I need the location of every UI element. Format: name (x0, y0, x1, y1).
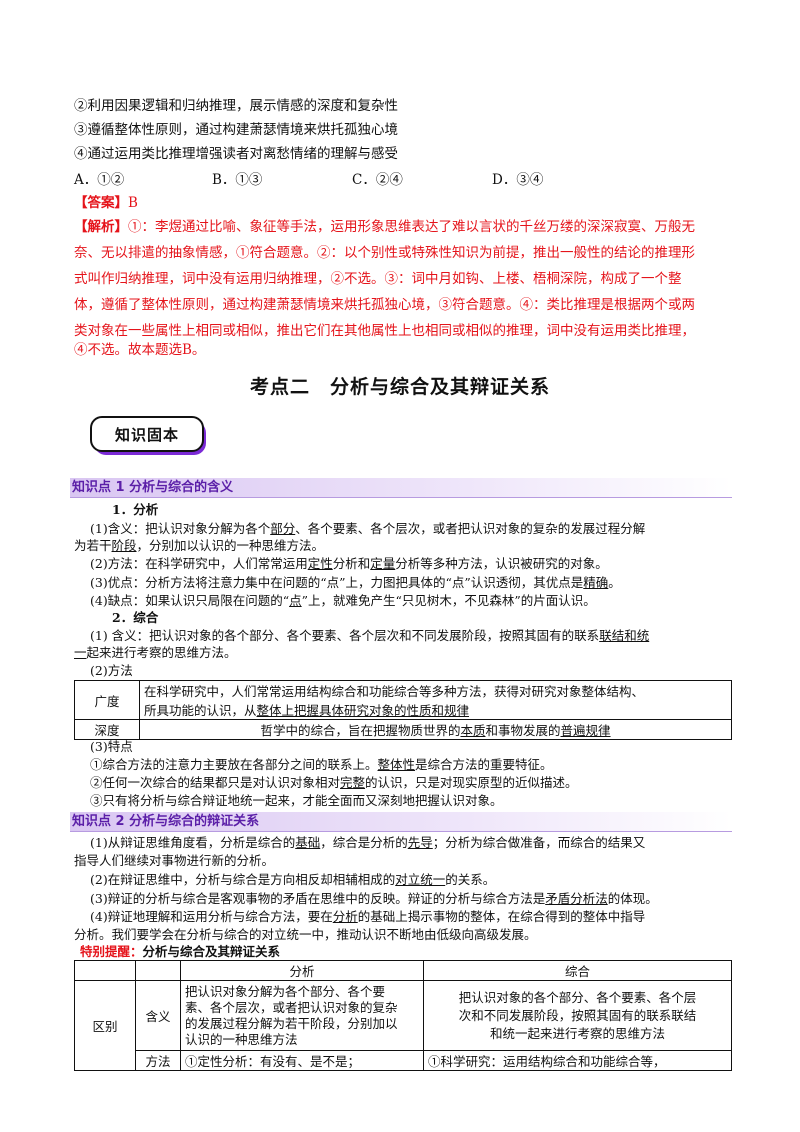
kp1-heading-analysis: 1．分析 (112, 502, 159, 517)
kp2-d4: (3)辩证的分析与综合是客观事物的矛盾在思维中的反映。辩证的分析与综合方法是矛盾… (90, 891, 658, 906)
kp1-a3: (2)方法：在科学研究中，人们常常运用定性分析和定量分析等多种方法，认识被研究的… (90, 556, 608, 571)
knowledge-badge: 知识固本 (90, 416, 208, 456)
meaning-synthesis: 把认识对象的各个部分、各个要素、各个层 次和不同发展阶段，按照其固有的联系联结 … (423, 980, 732, 1051)
breadth-content: 在科学研究中，人们常常运用结构综合和功能综合等多种方法，获得对研究对象整体结构、… (139, 680, 732, 720)
header-synthesis: 综合 (423, 960, 732, 981)
method-analysis: ①定性分析：有没有、是不是； (180, 1050, 424, 1071)
kp1-b3: (2)方法 (90, 663, 133, 678)
kp1-a1: (1)含义：把认识对象分解为各个部分、各个要素、各个层次，或者把认识对象的复杂的… (90, 521, 646, 536)
kp1-c4: ③只有将分析与综合辩证地统一起来，才能全面而又深刻地把握认识对象。 (90, 793, 503, 808)
analysis-line-4: 体，遵循了整体性原则，通过构建萧瑟情境来烘托孤独心境，③符合题意。④：类比推理是… (74, 297, 695, 313)
choice-d: D．③④ (492, 172, 544, 188)
header-analysis: 分析 (180, 960, 424, 981)
analysis-label: 【解析】 (74, 219, 128, 235)
meaning-analysis: 把认识对象分解为各个部分、各个要 素、各个层次，或者把认识对象的复杂 的发展过程… (180, 980, 424, 1051)
analysis-line-6: ④不选。故本题选B。 (74, 342, 206, 358)
special-reminder: 特别提醒：分析与综合及其辩证关系 (80, 944, 281, 959)
answer-value: B (128, 195, 138, 211)
depth-content: 哲学中的综合，旨在把握物质世界的本质和事物发展的普遍规律 (139, 719, 732, 740)
kp1-a5: (4)缺点：如果认识只局限在问题的“点”上，就难免产生“只见树木，不见森林”的片… (90, 593, 596, 608)
depth-label: 深度 (74, 719, 140, 740)
kp1-b2: 一起来进行考察的思维方法。 (74, 645, 237, 660)
choice-a: A．①② (74, 172, 125, 188)
answer-label: 【答案】 (74, 195, 128, 211)
analysis-line-5: 类对象在一些属性上相同或相似，推出它们在其他属性上也相同或相似的推理，词中没有运… (74, 323, 695, 339)
choices-row: A．①② B．①③ C．②④ D．③④ (74, 168, 674, 188)
method-synthesis: ①科学研究：运用结构综合和功能综合等， (423, 1050, 732, 1071)
synthesis-method-table: 广度 在科学研究中，人们常常运用结构综合和功能综合等多种方法，获得对研究对象整体… (74, 680, 732, 740)
kp2-d1: (1)从辩证思维角度看，分析是综合的基础，综合是分析的先导；分析为综合做准备，而… (90, 835, 646, 850)
kp2-d6: 分析。我们要学会在分析与综合的对立统一中，推动认识不断地由低级向高级发展。 (74, 927, 537, 942)
analysis-line-1: 【解析】①：李煜通过比喻、象征等手法，运用形象思维表达了难以言状的千丝万缕的深深… (74, 219, 695, 235)
comparison-table: 分析 综合 区别 含义 把认识对象分解为各个部分、各个要 素、各个层次，或者把认… (74, 960, 732, 1071)
option-2: ②利用因果逻辑和归纳推理，展示情感的深度和复杂性 (74, 98, 398, 114)
kp1-heading-synthesis: 2．综合 (112, 610, 159, 625)
kp2-title: 知识点 2 分析与综合的辩证关系 (70, 812, 732, 832)
method-label: 方法 (135, 1050, 181, 1071)
kp2-d2: 指导人们继续对事物进行新的分析。 (74, 853, 275, 868)
answer-line: 【答案】B (74, 193, 138, 213)
analysis-line-3: 式叫作归纳推理，词中没有运用归纳推理，②不选。③：词中月如钩、上楼、梧桐深院，构… (74, 271, 682, 287)
choice-c: C．②④ (352, 172, 403, 188)
meaning-label: 含义 (135, 980, 181, 1051)
section-title: 考点二 分析与综合及其辩证关系 (249, 376, 550, 398)
choice-b: B．①③ (212, 172, 263, 188)
kp2-d3: (2)在辩证思维中，分析与综合是方向相反却相辅相成的对立统一的关系。 (90, 872, 496, 887)
kp1-title: 知识点 1 分析与综合的含义 (70, 478, 732, 498)
analysis-line-2: 奈、无以排遣的抽象情感，①符合题意。②：以个别性或特殊性知识为前提，推出一般性的… (74, 245, 695, 261)
kp1-c3: ②任何一次综合的结果都只是对认识对象相对完整的认识，只是对现实原型的近似描述。 (90, 775, 578, 790)
option-4: ④通过运用类比推理增强读者对离愁情绪的理解与感受 (74, 146, 398, 162)
kp1-a2: 为若干阶段，分别加以认识的一种思维方法。 (74, 538, 325, 553)
kp1-b1: (1) 含义：把认识对象的各个部分、各个要素、各个层次和不同发展阶段，按照其固有… (90, 628, 650, 643)
kp1-c1: (3)特点 (90, 739, 133, 754)
breadth-label: 广度 (74, 680, 140, 720)
option-3: ③遵循整体性原则，通过构建萧瑟情境来烘托孤独心境 (74, 122, 398, 138)
kp2-d5: (4)辩证地理解和运用分析与综合方法，要在分析的基础上揭示事物的整体，在综合得到… (90, 909, 646, 924)
kp1-a4: (3)优点：分析方法将注意力集中在问题的“点”上，力图把具体的“点”认识透彻，其… (90, 575, 621, 590)
badge-label: 知识固本 (90, 416, 204, 452)
kp1-c2: ①综合方法的注意力主要放在各部分之间的联系上。整体性是综合方法的重要特征。 (90, 757, 553, 772)
diff-label: 区别 (74, 980, 136, 1071)
